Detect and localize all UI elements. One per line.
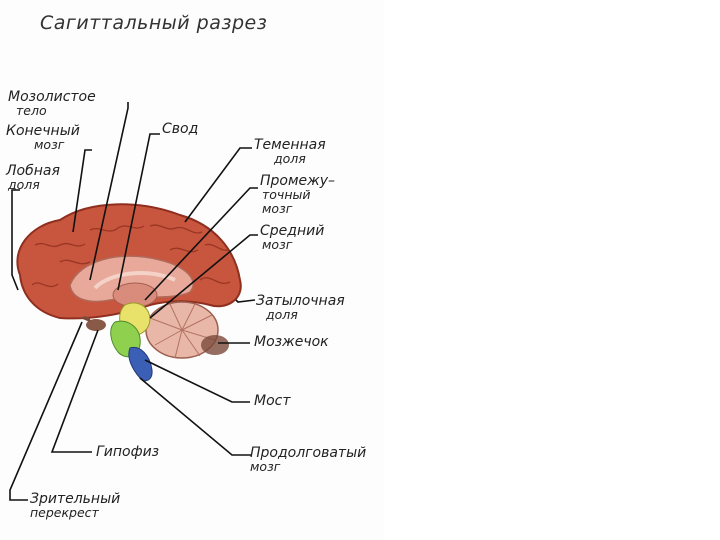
label-midbrain-line1: Средний [260, 224, 324, 238]
label-corpus-callosum-line1: Мозолистое [8, 90, 96, 104]
label-pons-line1: Мост [254, 394, 291, 408]
label-diencephalon-line2: точный [260, 189, 335, 202]
label-optic-chiasm: Зрительный перекрест [30, 492, 120, 520]
label-telencephalon: Конечный мозг [6, 124, 80, 152]
label-frontal-lobe: Лобная доля [6, 164, 60, 192]
label-optic-chiasm-line2: перекрест [30, 507, 120, 520]
label-midbrain: Средний мозг [260, 224, 324, 252]
label-fornix: Свод [162, 122, 198, 136]
label-corpus-callosum-line2: тело [8, 105, 96, 118]
label-frontal-lobe-line1: Лобная [6, 164, 60, 178]
label-diencephalon: Промежу– точный мозг [260, 174, 335, 215]
label-pituitary-line1: Гипофиз [96, 445, 159, 459]
label-diencephalon-line3: мозг [260, 203, 335, 216]
medulla [129, 347, 152, 380]
label-midbrain-line2: мозг [260, 239, 324, 252]
label-medulla-line1: Продолговатый [250, 446, 366, 460]
label-telencephalon-line1: Конечный [6, 124, 80, 138]
label-cerebellum-line1: Мозжечок [254, 335, 329, 349]
label-pituitary: Гипофиз [96, 445, 159, 459]
brainstem-base [201, 335, 229, 355]
label-medulla: Продолговатый мозг [250, 446, 366, 474]
label-diencephalon-line1: Промежу– [260, 174, 335, 188]
label-telencephalon-line2: мозг [6, 139, 80, 152]
label-cerebellum: Мозжечок [254, 335, 329, 349]
label-occipital-lobe-line1: Затылочная [256, 294, 345, 308]
diagram-title: Сагиттальный разрез [40, 12, 267, 34]
label-fornix-line1: Свод [162, 122, 198, 136]
label-occipital-lobe-line2: доля [256, 309, 345, 322]
label-optic-chiasm-line1: Зрительный [30, 492, 120, 506]
label-frontal-lobe-line2: доля [6, 179, 60, 192]
label-corpus-callosum: Мозолистое тело [8, 90, 96, 118]
label-parietal-lobe-line1: Теменная [254, 138, 326, 152]
label-occipital-lobe: Затылочная доля [256, 294, 345, 322]
sagittal-section-figure: Сагиттальный разрез Мозолистое тело Коне… [0, 0, 384, 540]
label-parietal-lobe: Теменная доля [254, 138, 326, 166]
label-parietal-lobe-line2: доля [254, 153, 326, 166]
label-pons: Мост [254, 394, 291, 408]
label-medulla-line2: мозг [250, 461, 366, 474]
